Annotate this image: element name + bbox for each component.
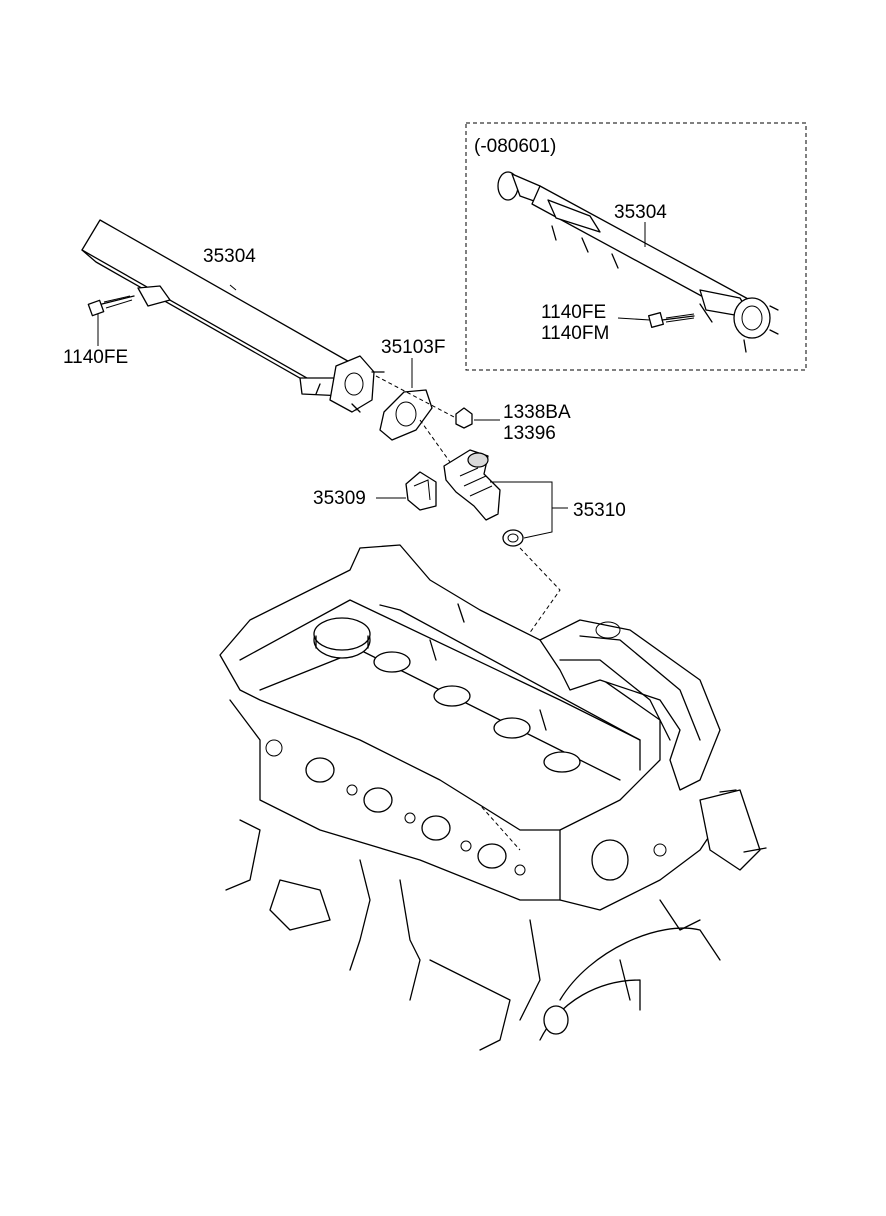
inset-rail-part-number: 35304 <box>614 202 667 223</box>
nut <box>375 375 500 429</box>
inset-bolt <box>648 312 695 328</box>
inset-bolt-part-number-b: 1140FM <box>541 323 610 344</box>
clip <box>376 471 437 511</box>
leader-inset-bolt <box>617 317 651 321</box>
inset-bolt-part-number-a: 1140FE <box>541 302 607 323</box>
gasket-part-number: 35103F <box>381 337 446 358</box>
engine-block <box>219 544 767 1051</box>
main-fuel-rail <box>81 219 385 413</box>
clip-part-number: 35309 <box>313 488 366 509</box>
nut-part-number-b: 13396 <box>503 423 556 444</box>
nut-part-number-a: 1338BA <box>503 402 571 423</box>
main-bolt <box>87 295 135 346</box>
injector-part-number: 35310 <box>573 500 626 521</box>
gasket <box>379 358 433 441</box>
injector <box>419 419 568 851</box>
inset-fuel-rail <box>497 171 779 353</box>
main-rail-part-number: 35304 <box>203 246 256 267</box>
inset-panel <box>465 122 807 371</box>
inset-variant-code: (-080601) <box>474 136 557 157</box>
main-bolt-part-number: 1140FE <box>63 347 129 368</box>
